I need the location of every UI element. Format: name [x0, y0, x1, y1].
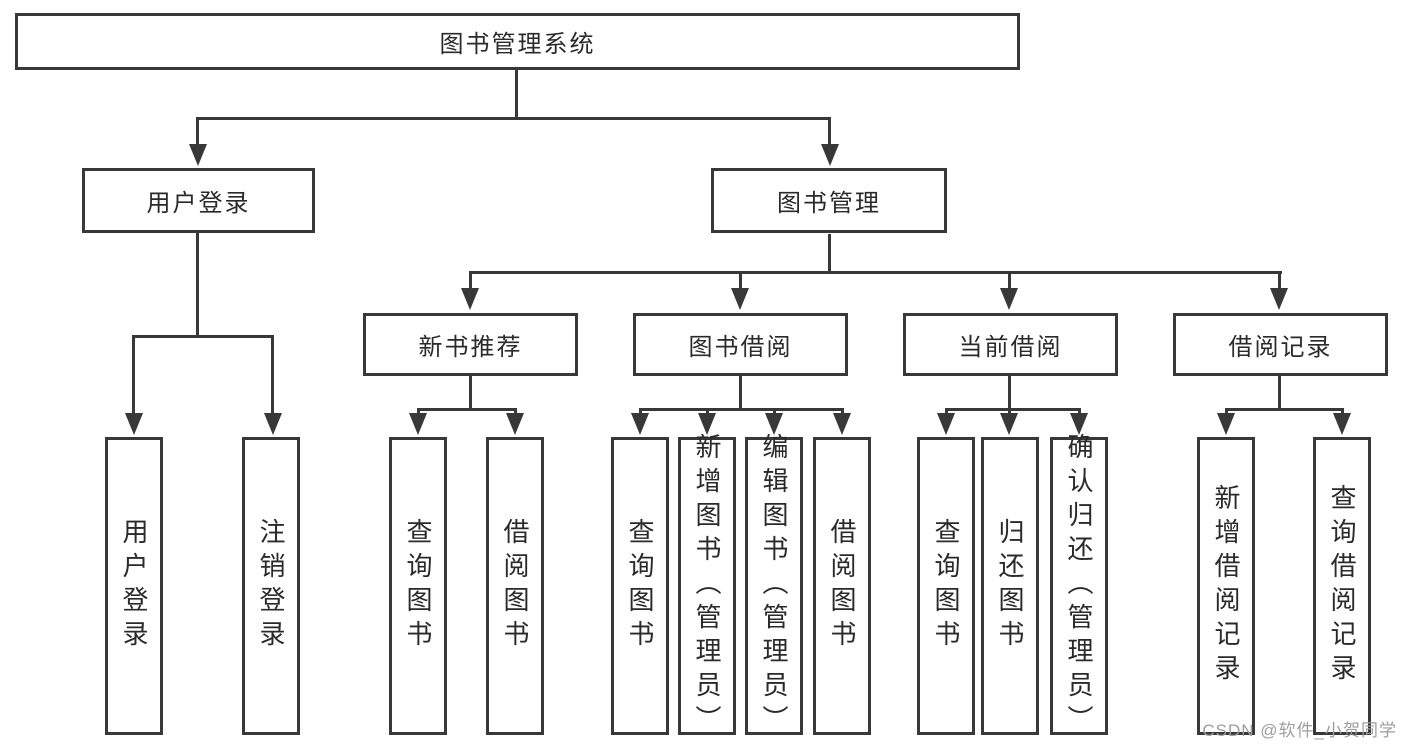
- leaf-current-return-books: 归还图书: [981, 437, 1039, 735]
- leaf-borrow-query-books-label: 查询图书: [625, 518, 655, 654]
- arrowhead-down-icon: [189, 144, 207, 166]
- leaf-current-confirm-return-admin-label: 确认归还（管理员）: [1064, 433, 1094, 739]
- leaf-record-add-borrow-record-label: 新增借阅记录: [1211, 484, 1241, 688]
- connector-leaf-drop: [1078, 408, 1081, 416]
- leaf-newbook-query-books: 查询图书: [389, 437, 447, 735]
- node-book-borrow: 图书借阅: [633, 313, 848, 376]
- connector-book-management-drop: [828, 117, 831, 146]
- leaf-current-query-books-label: 查询图书: [931, 518, 961, 654]
- leaf-logout-login: 注销登录: [242, 437, 300, 735]
- arrowhead-down-icon: [821, 144, 839, 166]
- connector-borrow-record-stem: [1278, 376, 1281, 411]
- connector-leaf-drop: [945, 408, 948, 416]
- node-current-borrow-label: 当前借阅: [958, 334, 1063, 361]
- connector-book-borrow-leaves-bar: [639, 408, 844, 411]
- connector-borrow-record-leaves-bar: [1225, 408, 1344, 411]
- arrowhead-down-icon: [1217, 413, 1235, 435]
- arrowhead-down-icon: [125, 413, 143, 435]
- arrowhead-down-icon: [698, 413, 716, 435]
- connector-leaf-drop: [773, 408, 776, 416]
- arrowhead-down-icon: [731, 288, 749, 310]
- arrowhead-down-icon: [1333, 413, 1351, 435]
- arrowhead-down-icon: [506, 413, 524, 435]
- leaf-user-login-label: 用户登录: [119, 518, 149, 654]
- node-user-login-label: 用户登录: [146, 190, 251, 217]
- connector-leaf-drop: [706, 408, 709, 416]
- leaf-record-query-borrow-record-label: 查询借阅记录: [1327, 484, 1357, 688]
- connector-level3-drop: [469, 271, 472, 290]
- arrowhead-down-icon: [461, 288, 479, 310]
- arrowhead-down-icon: [1270, 288, 1288, 310]
- connector-user-login-drop: [196, 117, 199, 146]
- connector-current-borrow-stem: [1008, 376, 1011, 411]
- leaf-current-return-books-label: 归还图书: [995, 518, 1025, 654]
- connector-leaf-drop: [417, 408, 420, 416]
- node-root-system: 图书管理系统: [15, 13, 1020, 70]
- connector-leaf-drop: [132, 335, 135, 415]
- arrowhead-down-icon: [937, 413, 955, 435]
- leaf-current-query-books: 查询图书: [917, 437, 975, 735]
- connector-leaf-drop: [841, 408, 844, 416]
- arrowhead-down-icon: [765, 413, 783, 435]
- arrowhead-down-icon: [409, 413, 427, 435]
- arrowhead-down-icon: [631, 413, 649, 435]
- leaf-borrow-borrow-books: 借阅图书: [813, 437, 871, 735]
- connector-root-stem: [515, 70, 518, 117]
- leaf-newbook-query-books-label: 查询图书: [403, 518, 433, 654]
- leaf-borrow-add-books-admin: 新增图书（管理员）: [678, 433, 736, 739]
- csdn-watermark: CSDN @软件_小贺同学: [1202, 721, 1397, 740]
- node-new-book-recommend-label: 新书推荐: [418, 334, 523, 361]
- leaf-borrow-edit-books-admin-label: 编辑图书（管理员）: [759, 433, 789, 739]
- connector-user-login-stem: [196, 233, 199, 338]
- connector-new-book-stem: [469, 376, 472, 411]
- connector-level3-drop: [1278, 271, 1281, 290]
- connector-book-borrow-stem: [739, 376, 742, 411]
- node-root-label: 图书管理系统: [439, 31, 596, 58]
- connector-new-book-leaves-bar: [417, 408, 517, 411]
- leaf-current-confirm-return-admin: 确认归还（管理员）: [1050, 433, 1108, 739]
- connector-level3-bar: [469, 271, 1282, 274]
- leaf-borrow-add-books-admin-label: 新增图书（管理员）: [692, 433, 722, 739]
- arrowhead-down-icon: [264, 413, 282, 435]
- leaf-newbook-borrow-books: 借阅图书: [486, 437, 544, 735]
- leaf-borrow-query-books: 查询图书: [611, 437, 669, 735]
- connector-level2-bar: [196, 117, 831, 120]
- leaf-record-add-borrow-record: 新增借阅记录: [1197, 437, 1255, 735]
- leaf-newbook-borrow-books-label: 借阅图书: [500, 518, 530, 654]
- leaf-borrow-borrow-books-label: 借阅图书: [827, 518, 857, 654]
- connector-current-borrow-leaves-bar: [945, 408, 1081, 411]
- connector-leaf-drop: [271, 335, 274, 415]
- node-user-login: 用户登录: [82, 168, 315, 233]
- node-book-management-label: 图书管理: [777, 190, 881, 217]
- node-borrow-record-label: 借阅记录: [1228, 334, 1333, 361]
- connector-level3-drop: [1008, 271, 1011, 290]
- arrowhead-down-icon: [1000, 413, 1018, 435]
- connector-leaf-drop: [514, 408, 517, 416]
- arrowhead-down-icon: [833, 413, 851, 435]
- connector-leaf-drop: [639, 408, 642, 416]
- leaf-logout-login-label: 注销登录: [256, 518, 286, 654]
- node-new-book-recommend: 新书推荐: [363, 313, 578, 376]
- arrowhead-down-icon: [1070, 413, 1088, 435]
- node-borrow-record: 借阅记录: [1173, 313, 1388, 376]
- connector-level3-drop: [739, 271, 742, 290]
- connector-leaf-drop: [1225, 408, 1228, 416]
- leaf-borrow-edit-books-admin: 编辑图书（管理员）: [745, 433, 803, 739]
- node-book-management: 图书管理: [711, 168, 947, 233]
- connector-leaf-drop: [1008, 408, 1011, 416]
- connector-leaf-drop: [1341, 408, 1344, 416]
- leaf-record-query-borrow-record: 查询借阅记录: [1313, 437, 1371, 735]
- node-current-borrow: 当前借阅: [903, 313, 1118, 376]
- arrowhead-down-icon: [1000, 288, 1018, 310]
- leaf-user-login: 用户登录: [105, 437, 163, 735]
- connector-book-management-stem: [828, 234, 831, 274]
- node-book-borrow-label: 图书借阅: [688, 334, 793, 361]
- connector-user-login-leaves-bar: [132, 335, 274, 338]
